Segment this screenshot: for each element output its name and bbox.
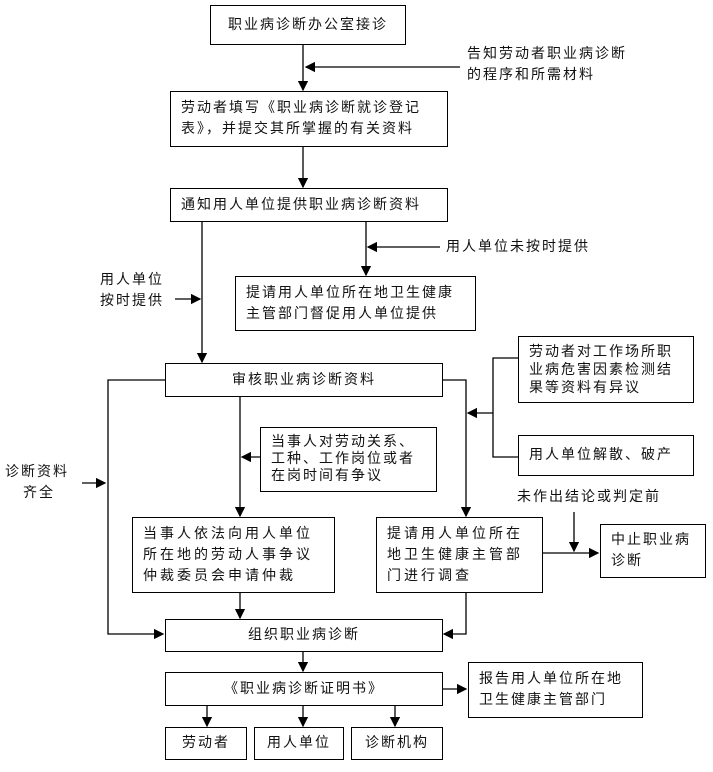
label-inform-worker: 告知劳动者职业病诊断的程序和所需材料	[467, 44, 627, 86]
node-fill-form: 劳动者填写《职业病诊断就诊登记表》，并提交其所掌握的有关资料	[170, 91, 448, 147]
bracket-right	[492, 357, 518, 458]
arrow-review-to-investigation	[442, 379, 472, 518]
node-notify-employer: 通知用人单位提供职业病诊断资料	[170, 188, 448, 222]
node-investigation: 提请用人单位所在地卫生健康主管部门进行调查	[376, 517, 543, 593]
node-text: 业病危害因素检测结	[529, 361, 673, 378]
label-line: 诊断资料	[5, 464, 69, 480]
node-text: 职业病诊断办公室接诊	[228, 16, 388, 33]
node-text: 在岗时间有争议	[271, 468, 383, 484]
node-text: 劳动者填写《职业病诊断就诊登记	[181, 100, 421, 116]
node-suspend: 中止职业病诊断	[600, 524, 706, 578]
arrow-investigation-to-organize	[442, 592, 467, 640]
node-text: 报告用人单位所在地	[479, 671, 623, 687]
node-recipient-worker: 劳动者	[165, 727, 247, 760]
node-text: 中止职业病	[611, 532, 691, 548]
node-text: 劳动者	[182, 735, 230, 751]
label-line: 告知劳动者职业病诊断	[467, 46, 627, 62]
node-request-supervision: 提请用人单位所在地卫生健康主管部门督促用人单位提供	[235, 276, 476, 331]
node-text: 门进行调查	[387, 567, 472, 584]
node-text: 主管部门督促用人单位提供	[246, 305, 438, 322]
node-text: 审核职业病诊断资料	[232, 371, 376, 388]
label-line: 用人单位	[100, 272, 164, 288]
node-text: 当事人依法向用人单位	[143, 525, 313, 542]
node-reception: 职业病诊断办公室接诊	[210, 5, 406, 45]
label-line: 的程序和所需材料	[467, 67, 595, 83]
node-text: 果等资料有异议	[529, 379, 641, 396]
node-review: 审核职业病诊断资料	[165, 363, 443, 397]
node-text: 卫生健康主管部门	[479, 692, 607, 708]
node-text: 当事人对劳动关系、	[271, 434, 415, 450]
node-text: 提请用人单位所在地卫生健康	[246, 284, 454, 301]
label-on-time: 用人单位按时提供	[100, 270, 164, 312]
node-text: 劳动者对工作场所职	[529, 343, 673, 360]
node-text: 用人单位解散、破产	[529, 447, 673, 463]
node-text: 地卫生健康主管部	[387, 546, 523, 563]
node-employer-dissolved: 用人单位解散、破产	[518, 435, 694, 476]
node-arbitration: 当事人依法向用人单位所在地的劳动人事争议仲裁委员会申请仲裁	[132, 517, 335, 593]
label-line: 齐全	[23, 485, 55, 501]
label-before-conclusion: 未作出结论或判定前	[517, 489, 661, 505]
node-text: 用人单位	[267, 735, 331, 751]
node-report: 报告用人单位所在地卫生健康主管部门	[468, 662, 643, 718]
node-text: 工种、工作岗位或者	[271, 451, 415, 467]
node-organize: 组织职业病诊断	[165, 619, 443, 652]
arrow-review-to-organize	[107, 379, 165, 640]
node-text: 仲裁委员会申请仲裁	[143, 567, 296, 584]
node-text: 组织职业病诊断	[248, 627, 360, 643]
node-dispute-workplace: 劳动者对工作场所职业病危害因素检测结果等资料有异议	[518, 336, 694, 403]
label-not-on-time: 用人单位未按时提供	[446, 239, 590, 255]
node-recipient-employer: 用人单位	[254, 727, 344, 760]
node-text: 表》，并提交其所掌握的有关资料	[181, 121, 414, 137]
node-text: 诊断机构	[365, 735, 429, 751]
node-text: 《职业病诊断证明书》	[224, 680, 384, 697]
node-labor-dispute: 当事人对劳动关系、工种、工作岗位或者在岗时间有争议	[260, 427, 437, 492]
label-complete: 诊断资料齐全	[5, 462, 69, 504]
node-text: 诊断	[611, 553, 643, 569]
node-recipient-institution: 诊断机构	[351, 727, 443, 760]
node-certificate: 《职业病诊断证明书》	[165, 672, 443, 706]
label-line: 按时提供	[100, 293, 164, 309]
node-text: 所在地的劳动人事争议	[143, 546, 313, 563]
node-text: 通知用人单位提供职业病诊断资料	[181, 196, 421, 213]
node-text: 提请用人单位所在	[387, 525, 523, 542]
